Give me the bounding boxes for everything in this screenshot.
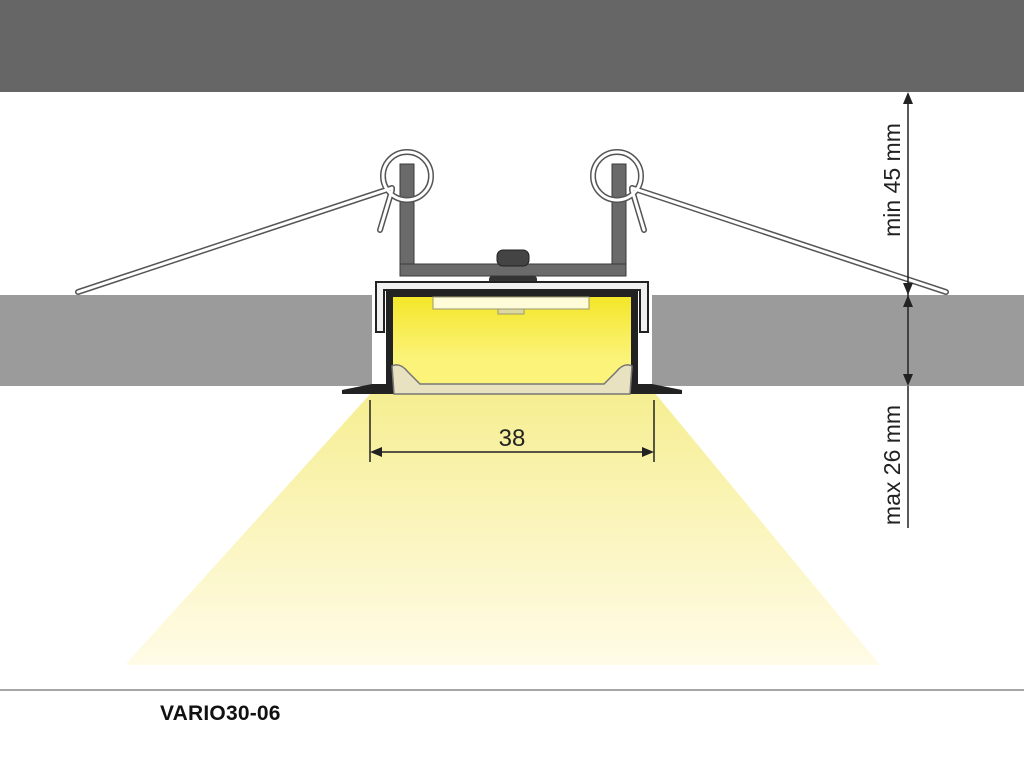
board-right (652, 295, 1024, 386)
width-dimension-value: 38 (499, 425, 526, 452)
depth-dimension (903, 92, 913, 528)
diffuser (391, 364, 633, 395)
board-left (0, 295, 372, 386)
max-thickness-label: max 26 mm (879, 405, 905, 525)
spring-clip-left-inner (76, 150, 433, 294)
model-name: VARIO30-06 (160, 702, 281, 725)
min-depth-label: min 45 mm (879, 123, 905, 237)
ceiling-slab (0, 0, 1024, 92)
width-dimension (369, 400, 655, 462)
light-beam (125, 392, 880, 665)
spring-clip-right-inner (591, 150, 948, 294)
spring-clip-left (75, 149, 434, 295)
led-strip (432, 296, 590, 310)
